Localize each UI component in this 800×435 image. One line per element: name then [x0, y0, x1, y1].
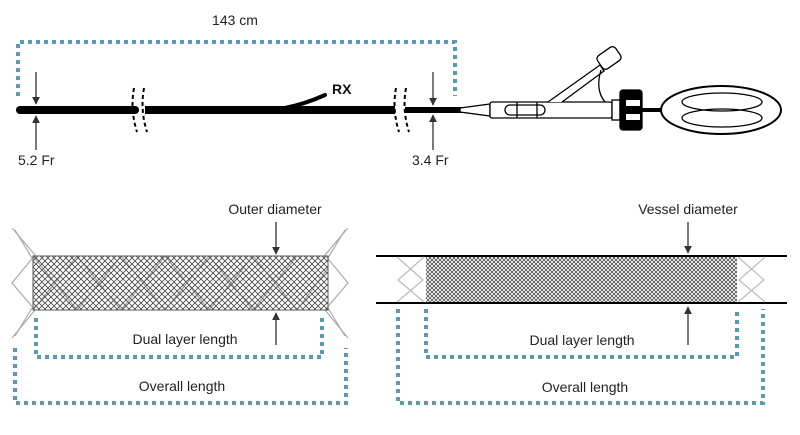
- overall-length-label-right: Overall length: [542, 379, 628, 395]
- dual-layer-length-dimension-left: [34, 318, 324, 359]
- catheter-section: 143 cm RX 5.2 Fr 3.4 Fr: [16, 12, 782, 168]
- stent-flare-left: [11, 227, 36, 339]
- vessel-diameter-label: Vessel diameter: [638, 201, 738, 217]
- break-mark-1: [131, 87, 148, 133]
- catheter-length-label: 143 cm: [212, 12, 258, 28]
- proximal-diameter-label: 5.2 Fr: [18, 152, 55, 168]
- stent-unconstrained-section: Outer diameter Dual layer length Overall…: [11, 201, 349, 405]
- catheter-length-dimension: [16, 40, 457, 96]
- outer-diameter-label: Outer diameter: [228, 201, 322, 217]
- dual-layer-length-label-left: Dual layer length: [132, 331, 237, 347]
- vessel-stent-flare-right: [737, 256, 766, 303]
- stent-flare-right: [324, 227, 349, 339]
- vessel-stent-mesh: [426, 257, 737, 302]
- distal-diameter-label: 3.4 Fr: [412, 152, 449, 168]
- stent-helix: [32, 255, 329, 311]
- rx-label: RX: [332, 81, 352, 97]
- overall-length-dimension-left: [13, 348, 348, 405]
- stent-mesh: [32, 255, 329, 311]
- rx-port: [283, 93, 327, 110]
- dual-layer-length-dimension-right: [424, 309, 739, 359]
- catheter-handle: [459, 46, 782, 135]
- break-mark-2: [393, 87, 410, 133]
- dual-layer-length-label-right: Dual layer length: [529, 332, 634, 348]
- stent-in-vessel-section: Vessel diameter Dual layer length Overal…: [376, 201, 787, 405]
- vessel-stent-flare-left: [396, 256, 425, 303]
- overall-length-dimension-right: [396, 309, 765, 405]
- overall-length-label-left: Overall length: [139, 378, 225, 394]
